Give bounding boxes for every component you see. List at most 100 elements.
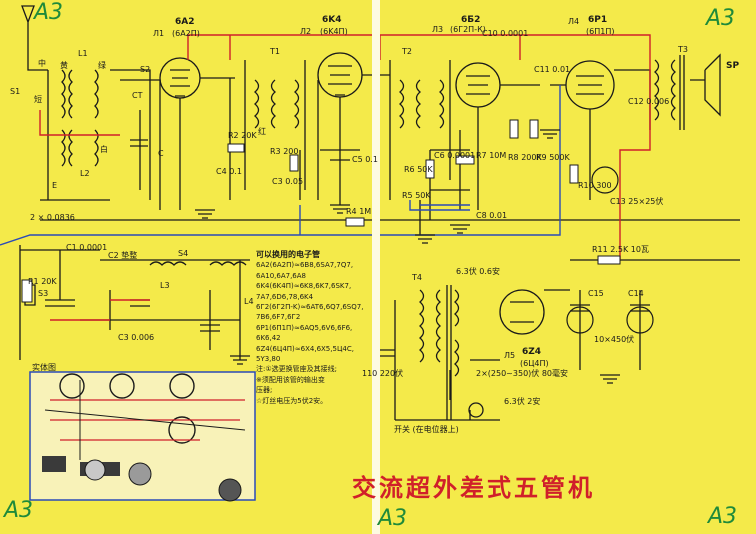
corner-mark-bottom-right: A3	[708, 504, 738, 529]
blue-wiring	[0, 85, 561, 246]
label-t2: T2	[402, 47, 412, 56]
label-c3: C3 0.05	[272, 177, 304, 186]
label-e: E	[52, 181, 58, 190]
electrolytic-capacitors	[566, 166, 654, 334]
label-t3: T3	[678, 45, 688, 54]
equiv-note: 注:①选更换管座及其接线;	[256, 365, 337, 374]
label-zhong: 中	[38, 59, 46, 68]
equiv-line: 6Z4(6Ц4П)≈6X4,6X5,5Ц4C,	[256, 344, 354, 353]
label-c10: C10 0.0001	[482, 29, 529, 38]
label-s1: S1	[10, 87, 21, 96]
tube4-ref: Л4	[568, 17, 580, 26]
label-t1: T1	[270, 47, 280, 56]
label-c14: C14	[628, 289, 644, 298]
tube3-type: 6Б2	[461, 15, 481, 25]
ground-symbols	[195, 129, 620, 384]
label-lv: 绿	[98, 61, 106, 70]
label-r9: R9 500K	[536, 153, 570, 162]
label-lamp-winding: 6.3伏 2安	[504, 397, 541, 406]
tube4-alt: (6П1П)	[586, 27, 615, 36]
label-c14-c15: 10×450伏	[594, 335, 635, 344]
tube-equivalents: 可以换用的电子管 6A2(6A2П)≈6B8,6SA7,7Q7, 6A10,6A…	[256, 250, 370, 406]
label-c8: C8 0.01	[476, 211, 508, 220]
wiring	[19, 5, 740, 421]
label-hv-winding: 2×(250~350)伏 80毫安	[476, 369, 568, 378]
label-r11: R11 2.5K 10瓦	[592, 245, 649, 254]
corner-mark-top-left: A3	[34, 0, 64, 25]
tube1-type: 6A2	[175, 17, 195, 27]
label-r5: R5 50K	[402, 191, 431, 200]
corner-mark-top-right: A3	[706, 6, 736, 31]
label-bai: 白	[100, 145, 108, 154]
red-wiring	[39, 34, 651, 321]
equiv-line: 7A7,6D6,78,6K4	[256, 292, 314, 301]
label-c13: C13 25×25伏	[610, 197, 664, 206]
label-c1: C1 0.0001	[66, 243, 108, 252]
label-mains: 110 220伏	[362, 369, 404, 378]
tube5-ref: Л5	[504, 351, 516, 360]
label-c5: C5 0.1	[352, 155, 378, 164]
label-chassis-view: 实体图	[32, 363, 56, 372]
label-coil-spec: 2 × 0.0836	[30, 213, 75, 222]
corner-mark-bottom-center: A3	[378, 506, 408, 531]
equiv-line: 5Y3,80	[256, 355, 281, 364]
label-switch: 开关 (在电位器上)	[394, 425, 459, 434]
diagram-title: 交流超外差式五管机	[352, 474, 595, 502]
equiv-line: 6K4(6K4П)≈6K8,6K7,6SK7,	[256, 282, 352, 291]
tube5-type: 6Z4	[522, 347, 542, 357]
tube1-alt: (6A2П)	[172, 29, 200, 38]
resistors	[21, 119, 621, 303]
label-r8: R8 200K	[508, 153, 542, 162]
equiv-line: 6Г2(6Г2П-K)≈6AT6,6Q7,6SQ7,	[256, 303, 364, 312]
label-sp: SP	[726, 61, 740, 71]
label-l3: L3	[160, 281, 170, 290]
label-ct: CT	[132, 91, 143, 100]
label-r3: R3 200	[270, 147, 299, 156]
label-r7: R7 10M	[476, 151, 507, 160]
label-c12: C12 0.006	[628, 97, 670, 106]
label-c11: C11 0.01	[534, 65, 571, 74]
label-huang: 黄	[60, 61, 68, 70]
label-t4: T4	[412, 273, 422, 282]
label-c4: C4 0.1	[216, 167, 242, 176]
chassis-inset	[29, 371, 256, 502]
equiv-line: 6P1(6П1П)≈6AQ5,6V6,6F6,	[256, 323, 353, 332]
page-seam	[372, 0, 380, 534]
equiv-note: ☆灯丝电压为5伏2安。	[256, 396, 328, 405]
corner-mark-bottom-left: A3	[4, 498, 34, 523]
label-r10: R10 300	[578, 181, 612, 190]
label-r2: R2 20K	[228, 131, 257, 140]
label-filament: 6.3伏 0.6安	[456, 267, 500, 276]
label-r1: R1 20K	[28, 277, 57, 286]
tube4-type: 6P1	[588, 15, 608, 25]
label-l2: L2	[80, 169, 90, 178]
tube3-ref: Л3	[432, 25, 444, 34]
label-s3: S3	[38, 289, 49, 298]
tube3-alt: (6Г2П-К)	[450, 25, 486, 34]
label-l1: L1	[78, 49, 88, 58]
label-r6: R6 50K	[404, 165, 433, 174]
tube2-ref: Л2	[300, 27, 312, 36]
label-hong: 红	[258, 127, 266, 136]
equiv-line: 7B6,6F7,6Г2	[256, 313, 301, 322]
label-c: C	[158, 149, 164, 158]
label-r4: R4 1M	[346, 207, 372, 216]
equiv-line: 6A10,6A7,6A8	[256, 271, 306, 280]
tube1-ref: Л1	[153, 29, 165, 38]
label-duan: 短	[34, 95, 42, 104]
tube2-alt: (6K4П)	[320, 27, 348, 36]
label-s2: S2	[140, 65, 151, 74]
tube-equivalents-heading: 可以换用的电子管	[256, 250, 320, 259]
label-c15: C15	[588, 289, 604, 298]
equiv-note: ※须配用该管的输出变	[256, 375, 325, 384]
label-c2: C2 垫整	[108, 251, 138, 260]
label-s4: S4	[178, 249, 189, 258]
equiv-line: 6K6,42	[256, 334, 281, 343]
equiv-line: 6A2(6A2П)≈6B8,6SA7,7Q7,	[256, 261, 354, 270]
label-c6: C6 0.0001	[434, 151, 476, 160]
equiv-note: 压器;	[256, 386, 273, 395]
label-c3b: C3 0.006	[118, 333, 155, 342]
label-l4: L4	[244, 297, 254, 306]
